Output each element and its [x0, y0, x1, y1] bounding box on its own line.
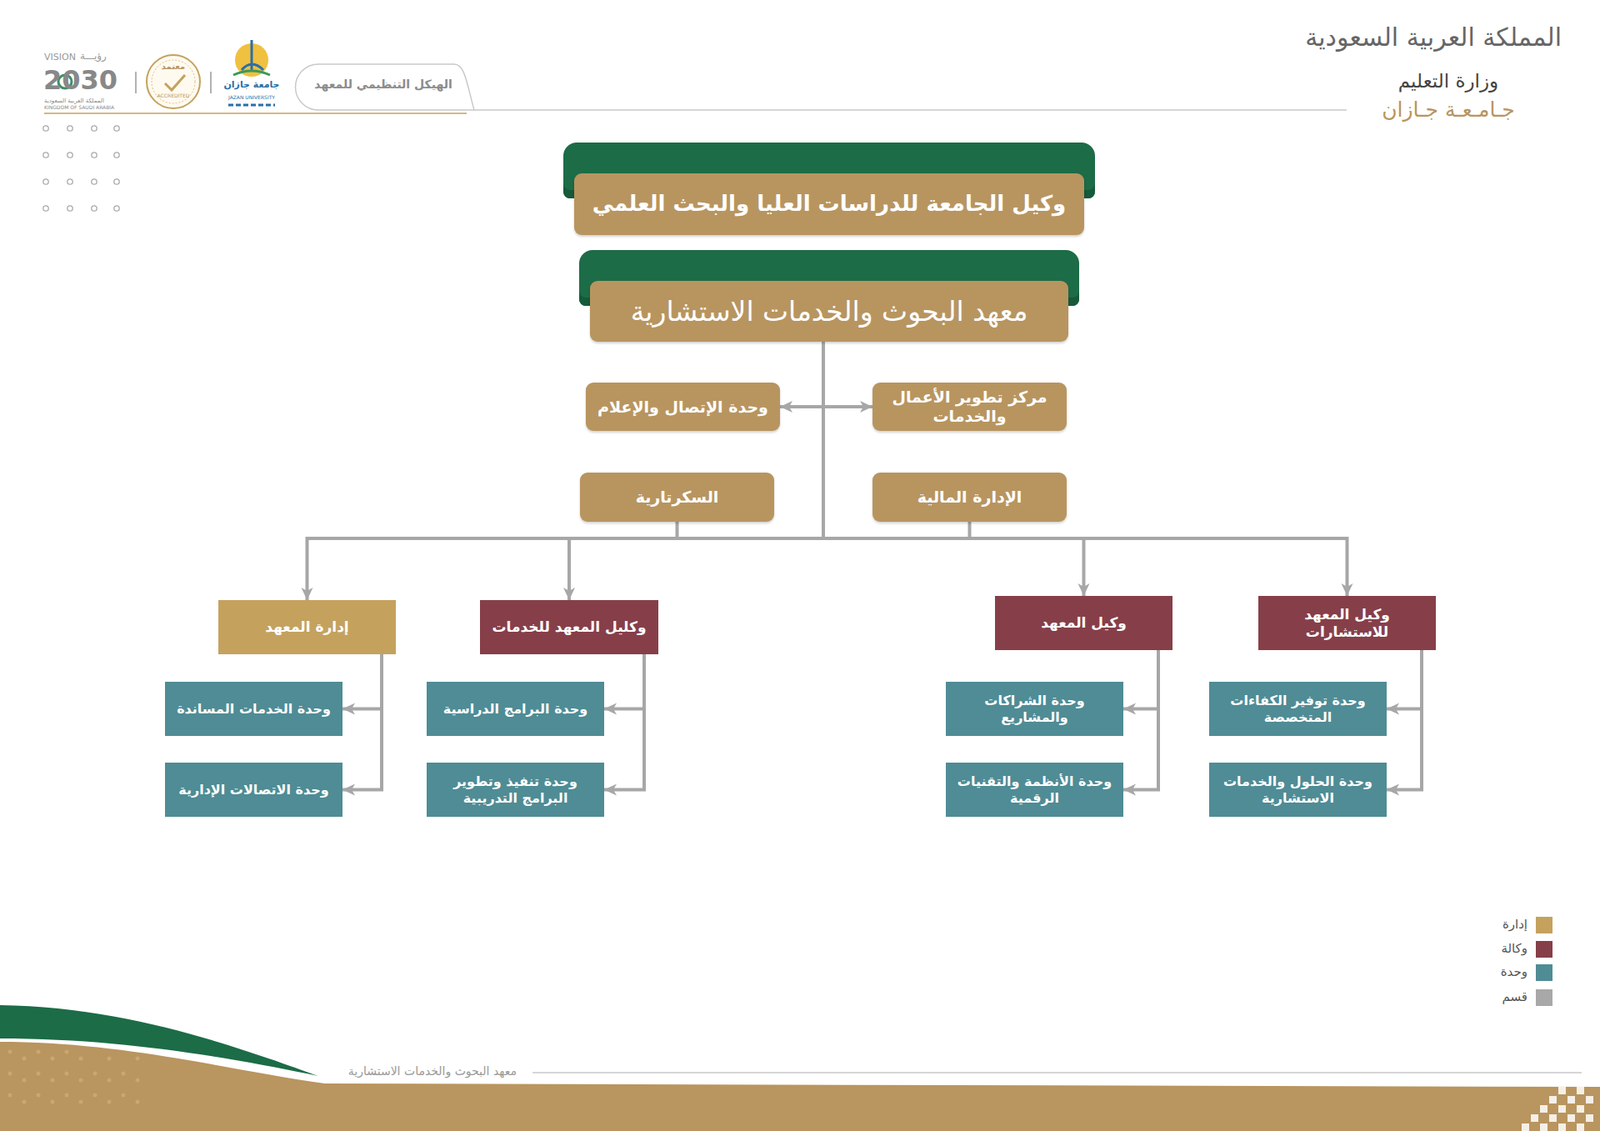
org-connector [780, 341, 824, 407]
org-connector [604, 654, 645, 710]
vision-caption: المملكة العربية السعودية [44, 97, 128, 105]
department-box: وحدة الإتصال والإعلام [585, 382, 780, 431]
org-connector [604, 654, 645, 790]
seal-text: معتمد [152, 61, 195, 72]
footer-pattern [1521, 1086, 1594, 1131]
legend-swatch [1535, 964, 1553, 981]
page-heading: الهيكل التنظيمي للمعهد [300, 77, 467, 91]
org-connector [342, 654, 382, 790]
accreditation-seal [146, 55, 200, 109]
unit-box: وحدة تنفيذ وتطوير البرامج التدريبية [426, 762, 605, 817]
legend-text: وحدة [1416, 965, 1528, 980]
box-text: مركز تطوير الأعمال والخدمات [882, 387, 1057, 426]
university-name: جـامـعـة جـازان [1348, 98, 1549, 123]
vision-label: رؤيـــة [80, 50, 122, 63]
unit-box: وحدة الشراكات والمشاريع [945, 681, 1124, 736]
legend-swatch [1535, 989, 1553, 1006]
box-text: وحدة البرامج الدراسية [443, 700, 589, 717]
vision-label: VISION [44, 52, 86, 64]
box-text: وكيل المعهد [1040, 614, 1127, 631]
logo-text: JAZAN UNIVERSITY [218, 95, 285, 101]
org-connector [307, 341, 825, 600]
agency-head-box: وكيل الجامعة للدراسات العليا والبحث العل… [574, 173, 1085, 235]
box-text: وحدة توفير الكفاءات المتخصصة [1219, 692, 1377, 725]
unit-box: وحدة البرامج الدراسية [426, 681, 605, 736]
dot-grid [43, 125, 120, 211]
org-connector [823, 341, 1085, 596]
box-text: وكيل الجامعة للدراسات العليا والبحث العل… [592, 190, 1067, 217]
org-connector [342, 654, 382, 710]
ministry-name: وزارة التعليم [1365, 70, 1532, 92]
department-box: الإدارة المالية [872, 472, 1067, 522]
vision-caption: KINGDOM OF SAUDI ARABIA [44, 105, 128, 111]
vision-year: 2030 [43, 65, 127, 96]
deputy-box: وكيل المعهد [995, 595, 1173, 650]
box-text: وحدة الخدمات المساندة [176, 700, 331, 717]
org-connector [1123, 650, 1159, 710]
box-text: وحدة تنفيذ وتطوير البرامج التدريبية [436, 773, 595, 805]
unit-box: وحدة الحلول والخدمات الاستشارية [1209, 762, 1387, 817]
footer-rule [532, 1071, 1582, 1074]
unit-box: وحدة الاتصالات الإدارية [165, 762, 343, 817]
header-pill [295, 64, 475, 110]
footer-text: معهد البحوث والخدمات الاستشارية [308, 1064, 517, 1078]
box-text: إدارة المعهد [265, 618, 349, 635]
header-rule [474, 109, 1347, 111]
box-text: وكليل المعهد للخدمات [492, 618, 647, 635]
box-text: وحدة الشراكات والمشاريع [955, 692, 1114, 725]
footer-wave [0, 1005, 319, 1076]
org-connector [1386, 650, 1422, 710]
kingdom-name: المملكة العربية السعودية [1331, 23, 1562, 53]
org-connector [823, 341, 873, 407]
legend-text: إدارة [1416, 917, 1528, 932]
org-connector [569, 341, 824, 600]
box-text: وحدة الإتصال والإعلام [597, 397, 769, 417]
box-text: معهد البحوث والخدمات الاستشارية [630, 295, 1029, 329]
legend-text: وكالة [1416, 941, 1528, 956]
legend-text: قسم [1416, 990, 1528, 1005]
box-text: وحدة الحلول والخدمات الاستشارية [1219, 773, 1377, 805]
logo-text: جامعة جازان [218, 80, 285, 91]
administration-box: إدارة المعهد [218, 600, 396, 655]
deputy-box: وكليل المعهد للخدمات [480, 600, 659, 655]
box-text: السكرتارية [635, 487, 720, 507]
box-text: الإدارة المالية [917, 487, 1023, 507]
box-text: وحدة الاتصالات الإدارية [178, 781, 330, 798]
legend-swatch [1535, 916, 1553, 934]
unit-box: وحدة الخدمات المساندة [165, 681, 343, 736]
seal-text: ACCREDITED [148, 93, 199, 100]
org-connector [1123, 650, 1159, 790]
box-text: وكيل المعهد للاستشارات [1268, 605, 1426, 640]
org-connector [1386, 650, 1422, 790]
unit-box: وحدة توفير الكفاءات المتخصصة [1209, 681, 1387, 736]
legend-swatch [1535, 940, 1553, 958]
org-connector [823, 341, 1348, 596]
institute-box: معهد البحوث والخدمات الاستشارية [590, 280, 1069, 342]
footer-dots [8, 1050, 140, 1105]
deputy-box: وكيل المعهد للاستشارات [1258, 595, 1436, 650]
logo-rule [44, 112, 467, 115]
department-box: مركز تطوير الأعمال والخدمات [872, 382, 1067, 431]
department-box: السكرتارية [580, 472, 775, 522]
unit-box: وحدة الأنظمة والتقنيات الرقمية [945, 762, 1124, 817]
box-text: وحدة الأنظمة والتقنيات الرقمية [955, 773, 1114, 805]
